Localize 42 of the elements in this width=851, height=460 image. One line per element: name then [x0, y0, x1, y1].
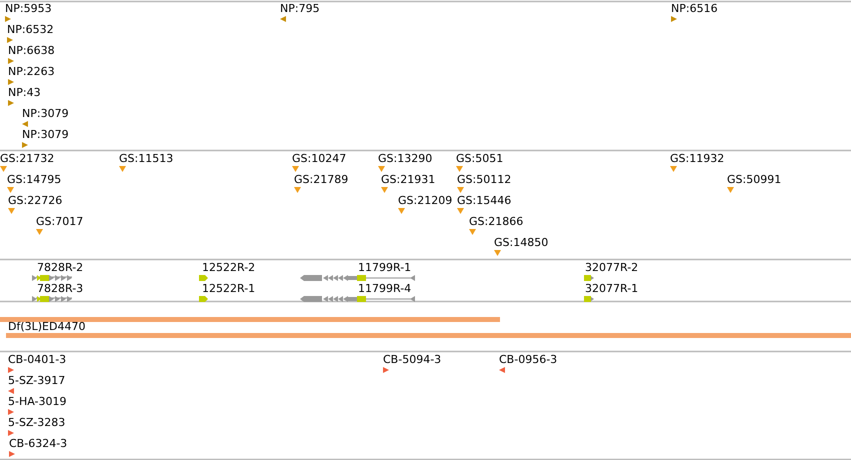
feature-label: NP:795: [280, 2, 320, 15]
feature-label: GS:14850: [494, 236, 548, 249]
feature-label: NP:43: [8, 86, 41, 99]
feature-label: GS:21732: [0, 152, 54, 165]
feature-label: GS:10247: [292, 152, 346, 165]
feature-label: NP:3079: [22, 128, 69, 141]
feature-label: GS:11932: [670, 152, 724, 165]
feature-label: 7828R-2: [37, 261, 84, 274]
feature-label: NP:6516: [671, 2, 718, 15]
feature-label: GS:21866: [469, 215, 524, 228]
feature-label: GS:15446: [457, 194, 512, 207]
feature-label: 11799R-4: [358, 282, 412, 295]
feature-label: GS:50112: [457, 173, 512, 186]
feature-label: CB-0401-3: [8, 353, 66, 366]
feature-label: 12522R-2: [202, 261, 256, 274]
feature-label: GS:21789: [294, 173, 348, 186]
feature-label: NP:6532: [7, 23, 54, 36]
feature-label: 12522R-1: [202, 282, 256, 295]
feature-label: GS:21209: [398, 194, 452, 207]
feature-label: NP:2263: [8, 65, 55, 78]
feature-label: CB-6324-3: [9, 437, 68, 450]
feature-label: 5-SZ-3917: [8, 374, 66, 387]
feature-label: GS:7017: [36, 215, 84, 228]
feature-label: GS:50991: [727, 173, 782, 186]
feature-label: 11799R-1: [358, 261, 412, 274]
feature-label: GS:13290: [378, 152, 432, 165]
feature-label: 5-SZ-3283: [8, 416, 66, 429]
feature-label: 5-HA-3019: [8, 395, 66, 408]
feature-label: Df(3L)ED4470: [8, 320, 86, 333]
feature-label: 32077R-1: [585, 282, 638, 295]
feature-label: GS:14795: [7, 173, 62, 186]
feature-label: CB-0956-3: [499, 353, 558, 366]
feature-label: NP:6638: [8, 44, 55, 57]
feature-label: GS:11513: [119, 152, 174, 165]
feature-label: GS:5051: [456, 152, 504, 165]
feature-label: 32077R-2: [585, 261, 638, 274]
feature-label: GS:22726: [8, 194, 62, 207]
feature-label: 7828R-3: [37, 282, 84, 295]
feature-label: NP:5953: [5, 2, 52, 15]
feature-label: NP:3079: [22, 107, 69, 120]
feature-label: GS:21931: [381, 173, 436, 186]
feature-label: CB-5094-3: [383, 353, 442, 366]
